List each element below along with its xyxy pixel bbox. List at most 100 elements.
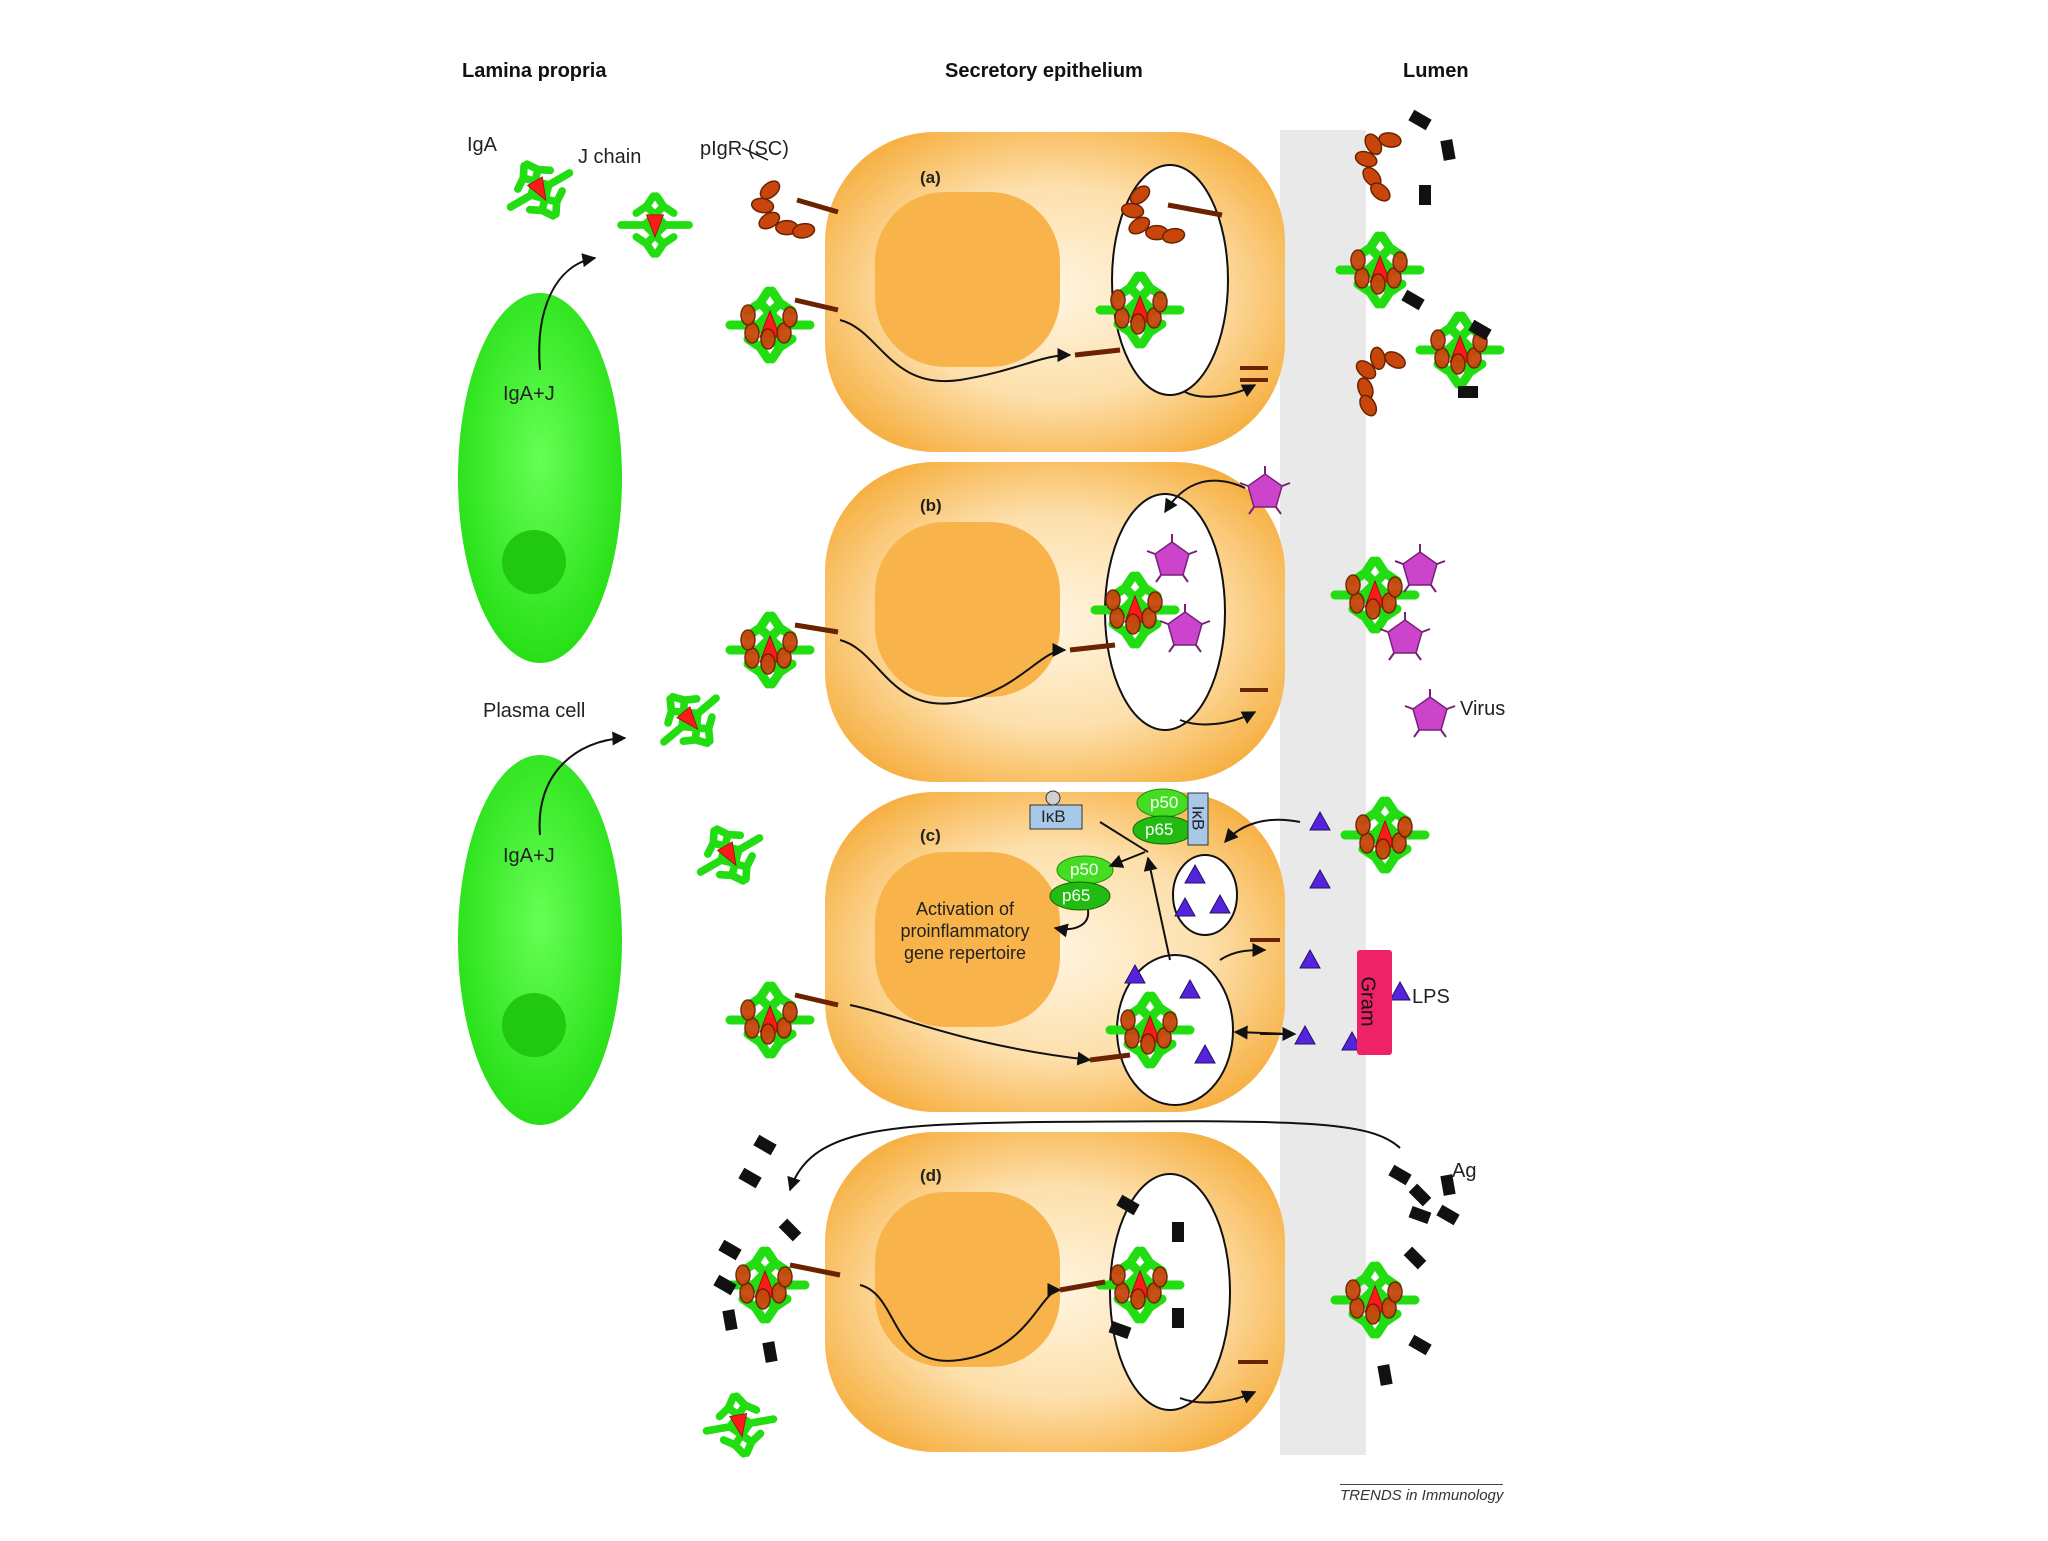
ikb-dissociation-arrow bbox=[1099, 821, 1149, 853]
vesicle-c-upper bbox=[1172, 854, 1238, 936]
label-lps: LPS bbox=[1412, 986, 1450, 1008]
ikb-phospho bbox=[1045, 790, 1061, 806]
header-lumen: Lumen bbox=[1403, 60, 1469, 82]
exit-arrow-a bbox=[1184, 384, 1257, 398]
ag-lumen-2 bbox=[1440, 139, 1456, 161]
antigen-return-arrow bbox=[787, 1120, 1401, 1192]
ag-left-3 bbox=[718, 1239, 742, 1261]
panel-label-a: (a) bbox=[920, 168, 941, 187]
membrane-stalk-c bbox=[1089, 1052, 1131, 1063]
ag-left-4 bbox=[713, 1274, 737, 1296]
iga-dimer-free-1 bbox=[621, 196, 689, 254]
nfkb-dissociation-arrow bbox=[1108, 851, 1146, 868]
virus-free bbox=[1404, 688, 1456, 738]
label-pigr: pIgR (SC) bbox=[700, 138, 789, 160]
vesicle-d bbox=[1109, 1173, 1231, 1411]
membrane-stalk-b bbox=[1069, 642, 1116, 653]
lps-uptake-arrow bbox=[1224, 818, 1301, 844]
pigr-stalk-a bbox=[794, 297, 839, 313]
nuclear-translocation-arrow bbox=[1053, 909, 1090, 938]
lps-lumen-4 bbox=[1389, 981, 1411, 1001]
ag-in-vesicle-4 bbox=[1172, 1308, 1184, 1328]
ag-left-2 bbox=[738, 1167, 762, 1189]
ag-lumen-14 bbox=[1377, 1364, 1393, 1386]
activation-line-2: proinflammatory bbox=[900, 921, 1030, 941]
membrane-stalk-a bbox=[1074, 347, 1121, 358]
exit-arrow-c bbox=[1219, 943, 1267, 961]
nucleus-c bbox=[875, 852, 1060, 1027]
virus-uptake-arrow bbox=[1164, 479, 1246, 514]
activation-line-1: Activation of bbox=[915, 899, 1015, 919]
ag-in-vesicle-2 bbox=[1172, 1222, 1184, 1242]
ag-lumen-4 bbox=[1401, 289, 1425, 311]
iga-pigr-complex-d bbox=[725, 1251, 805, 1319]
pigr-callout bbox=[741, 147, 769, 161]
iga-dimer-legend bbox=[496, 148, 584, 232]
activation-line-3: gene repertoire bbox=[903, 943, 1027, 963]
ag-lumen-7 bbox=[1388, 1164, 1412, 1186]
iga-dimer-free-4 bbox=[701, 1391, 778, 1460]
label-plasma-cell: Plasma cell bbox=[483, 700, 586, 722]
nucleus-b bbox=[875, 522, 1060, 697]
lumen-region bbox=[1280, 130, 1366, 1455]
plasma-nucleus-lower bbox=[502, 993, 566, 1057]
pigr-stalk-d bbox=[789, 1262, 841, 1278]
panel-label-d: (d) bbox=[920, 1166, 942, 1185]
transcytosis-arrow-c bbox=[849, 1004, 1092, 1066]
label-iga: IgA bbox=[467, 134, 498, 156]
journal-credit: TRENDS in Immunology bbox=[1340, 1484, 1504, 1504]
iga-dimer-free-2 bbox=[645, 676, 734, 764]
signal-arrow bbox=[1143, 856, 1171, 961]
transcytosis-arrow-d bbox=[859, 1283, 1062, 1362]
pigr-stalk-free bbox=[796, 197, 839, 215]
exit-arrow-d bbox=[1179, 1390, 1257, 1404]
label-p65-free: p65 bbox=[1062, 886, 1091, 905]
nfkb-p65-free bbox=[1049, 881, 1111, 911]
ag-left-7 bbox=[762, 1341, 778, 1363]
secretion-arrow-lower bbox=[538, 731, 627, 836]
ag-left-1 bbox=[753, 1134, 777, 1156]
label-iga-j-lower: IgA+J bbox=[503, 845, 555, 867]
label-j-chain: J chain bbox=[578, 146, 642, 168]
ikb-free bbox=[1029, 804, 1083, 830]
label-virus: Virus bbox=[1460, 698, 1506, 720]
transcytosis-arrow-b bbox=[839, 639, 1067, 705]
ag-lumen-10 bbox=[1408, 1205, 1432, 1225]
label-p50-complex: p50 bbox=[1150, 793, 1179, 812]
secretion-arrow-upper bbox=[538, 253, 597, 371]
ag-lumen-11 bbox=[1436, 1204, 1460, 1226]
plasma-cell-lower bbox=[458, 755, 622, 1125]
header-secretory-epithelium: Secretory epithelium bbox=[945, 60, 1143, 82]
pigr-stalk-b bbox=[794, 622, 839, 635]
ikb-bound bbox=[1187, 792, 1209, 846]
ag-lumen-1 bbox=[1408, 109, 1432, 131]
pigr-stalk-c bbox=[794, 992, 839, 1008]
label-ikb-free: IκB bbox=[1041, 807, 1066, 826]
ag-lumen-13 bbox=[1408, 1334, 1432, 1356]
label-p50-free: p50 bbox=[1070, 860, 1099, 879]
nucleus-a bbox=[875, 192, 1060, 367]
gram-bacterium bbox=[1357, 950, 1392, 1055]
panel-label-b: (b) bbox=[920, 496, 942, 515]
plasma-nucleus-upper bbox=[502, 530, 566, 594]
lumen-siga-2 bbox=[1420, 316, 1500, 384]
label-p65-complex: p65 bbox=[1145, 820, 1174, 839]
ag-left-5 bbox=[778, 1218, 802, 1242]
label-gram: Gram bbox=[1356, 976, 1379, 1027]
label-iga-j-upper: IgA+J bbox=[503, 383, 555, 405]
label-ikb-bound: IκB bbox=[1188, 805, 1208, 831]
nucleus-d bbox=[875, 1192, 1060, 1367]
pigr-receptor-free bbox=[744, 171, 817, 247]
ag-left-6 bbox=[722, 1309, 738, 1331]
header-lamina-propria: Lamina propria bbox=[462, 60, 607, 82]
ag-lumen-8 bbox=[1408, 1183, 1432, 1207]
label-activation: Activation of proinflammatory gene reper… bbox=[885, 898, 1045, 964]
ag-lumen-12 bbox=[1403, 1246, 1427, 1270]
ag-lumen-6 bbox=[1458, 386, 1478, 398]
membrane-stalk-d bbox=[1059, 1279, 1106, 1293]
vesicle-a bbox=[1111, 164, 1229, 396]
iga-dimer-free-3 bbox=[686, 813, 774, 897]
transcytosis-arrow-a bbox=[839, 319, 1072, 383]
